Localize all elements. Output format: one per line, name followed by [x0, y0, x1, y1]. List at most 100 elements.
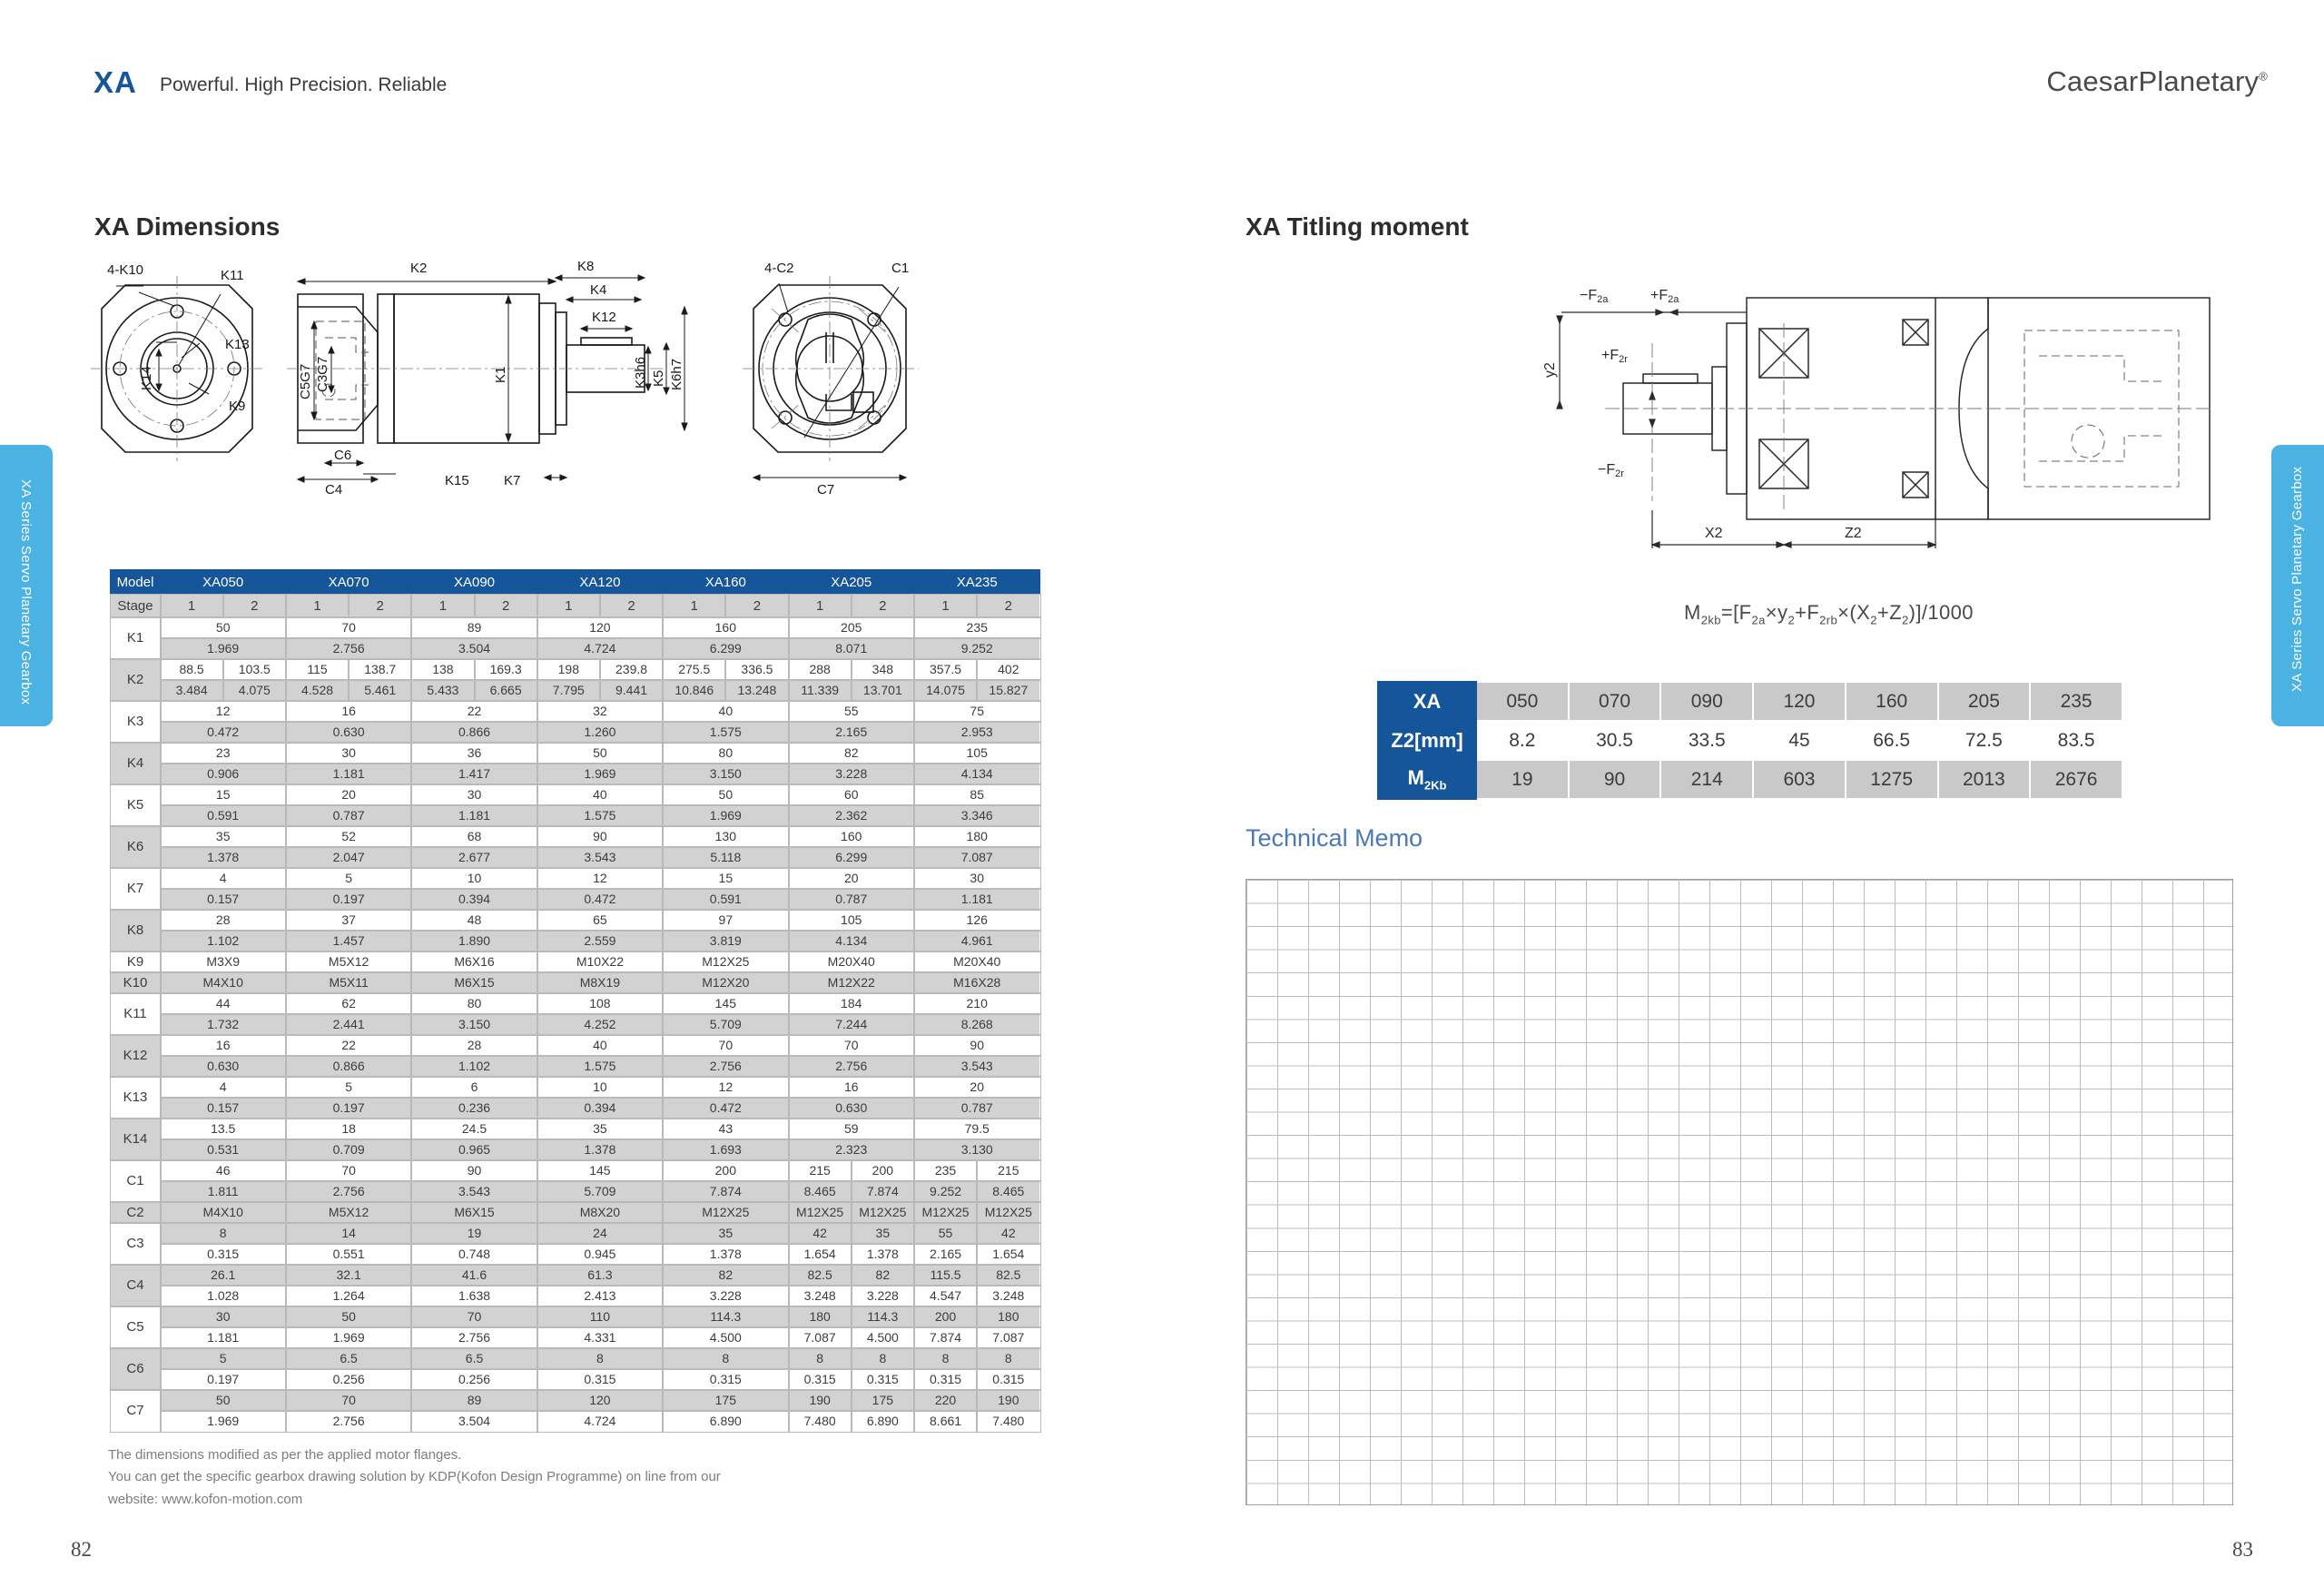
cell-k1-inch-6: 9.252 — [912, 636, 1041, 660]
cell-k1-inch-5: 8.071 — [787, 636, 915, 660]
label-k4: K4 — [590, 282, 606, 298]
row-label-k14: K14 — [109, 1117, 162, 1161]
cell-k13-inch-5: 0.630 — [787, 1096, 915, 1119]
tilting-row-label-0: XA — [1377, 681, 1477, 722]
label-k14: K14 — [139, 366, 154, 390]
cell-k8-mm-0: 28 — [159, 908, 287, 932]
cell-k9-mm-0: M3X9 — [159, 950, 287, 973]
cell-c1-inch-3: 5.709 — [536, 1179, 665, 1203]
cell-k6-inch-3: 3.543 — [536, 845, 665, 869]
row-label-c1: C1 — [109, 1158, 162, 1203]
company-logo: CaesarPlanetary® — [2046, 65, 2268, 98]
cell-c4-mm-3: 61.3 — [536, 1263, 665, 1286]
cell-k6-inch-1: 2.047 — [284, 845, 413, 869]
cell-k1-mm-6: 235 — [912, 616, 1041, 639]
cell-k11-inch-3: 4.252 — [536, 1012, 665, 1036]
cell-k2-inch-1: 4.075 — [222, 678, 287, 702]
cell-k6-mm-5: 160 — [787, 824, 915, 848]
cell-k1-mm-3: 120 — [536, 616, 665, 639]
cell-k8-inch-1: 1.457 — [284, 929, 413, 952]
row-label-k11: K11 — [109, 991, 162, 1036]
header-stage-xa090-1: 1 — [410, 593, 476, 618]
cell-c4-mm-6: 82 — [850, 1263, 915, 1286]
cell-k2-mm-13: 402 — [976, 657, 1041, 681]
cell-c2-mm-1: M5X12 — [284, 1200, 413, 1224]
cell-c5-mm-1: 50 — [284, 1305, 413, 1328]
cell-k3-inch-1: 0.630 — [284, 720, 413, 744]
cell-k2-inch-10: 11.339 — [787, 678, 852, 702]
cell-c7-mm-2: 89 — [410, 1388, 538, 1412]
cell-c4-mm-1: 32.1 — [284, 1263, 413, 1286]
cell-c1-mm-4: 200 — [662, 1158, 790, 1182]
tilting-cell-1-3: 45 — [1752, 720, 1846, 761]
cell-k1-mm-4: 160 — [662, 616, 790, 639]
cell-k14-mm-3: 35 — [536, 1117, 665, 1140]
cell-c1-mm-2: 90 — [410, 1158, 538, 1182]
cell-c4-inch-8: 3.248 — [976, 1284, 1041, 1307]
cell-k14-inch-1: 0.709 — [284, 1138, 413, 1161]
cell-k5-mm-3: 40 — [536, 783, 665, 806]
cell-k12-mm-6: 90 — [912, 1033, 1041, 1057]
cell-k7-mm-3: 12 — [536, 866, 665, 890]
cell-k6-mm-4: 130 — [662, 824, 790, 848]
cell-k6-mm-6: 180 — [912, 824, 1041, 848]
cell-c5-inch-2: 2.756 — [410, 1326, 538, 1349]
header-stage-xa205-1: 1 — [787, 593, 852, 618]
cell-c3-mm-1: 14 — [284, 1221, 413, 1245]
cell-k11-mm-0: 44 — [159, 991, 287, 1015]
cell-k9-mm-5: M20X40 — [787, 950, 915, 973]
cell-c1-inch-0: 1.811 — [159, 1179, 287, 1203]
cell-c5-inch-3: 4.331 — [536, 1326, 665, 1349]
tilting-cell-1-2: 33.5 — [1659, 720, 1755, 761]
technical-memo-grid[interactable] — [1246, 879, 2233, 1505]
cell-c3-inch-3: 0.945 — [536, 1242, 665, 1266]
cell-k5-mm-4: 50 — [662, 783, 790, 806]
registered-mark: ® — [2259, 69, 2268, 84]
cell-k5-inch-3: 1.575 — [536, 803, 665, 827]
cell-k4-mm-5: 82 — [787, 741, 915, 764]
label-c3g7: C3G7 — [315, 357, 330, 392]
cell-k3-inch-4: 1.575 — [662, 720, 790, 744]
cell-k11-mm-2: 80 — [410, 991, 538, 1015]
cell-k2-mm-6: 198 — [536, 657, 601, 681]
cell-c6-inch-5: 0.315 — [787, 1367, 852, 1391]
cell-c5-mm-4: 114.3 — [662, 1305, 790, 1328]
cell-c2-mm-3: M8X20 — [536, 1200, 665, 1224]
table-footnotes: The dimensions modified as per the appli… — [108, 1444, 721, 1511]
cell-c5-inch-4: 4.500 — [662, 1326, 790, 1349]
label-k8: K8 — [577, 259, 594, 274]
cell-c3-mm-2: 19 — [410, 1221, 538, 1245]
cell-c7-inch-5: 7.480 — [787, 1409, 852, 1433]
cell-c7-mm-6: 175 — [850, 1388, 915, 1412]
row-label-k4: K4 — [109, 741, 162, 785]
cell-k5-mm-2: 30 — [410, 783, 538, 806]
cell-k3-mm-4: 40 — [662, 699, 790, 723]
dimension-table-container: Model XA050 XA070 XA090 XA120 XA160 XA20… — [109, 569, 1041, 1433]
cell-c3-mm-5: 42 — [787, 1221, 852, 1245]
cell-c6-inch-0: 0.197 — [159, 1367, 287, 1391]
cell-k7-inch-3: 0.472 — [536, 887, 665, 911]
cell-k2-mm-9: 336.5 — [724, 657, 790, 681]
cell-k2-mm-5: 169.3 — [473, 657, 538, 681]
cell-k5-inch-2: 1.181 — [410, 803, 538, 827]
cell-c1-mm-5: 215 — [787, 1158, 852, 1182]
cell-c1-mm-3: 145 — [536, 1158, 665, 1182]
cell-k3-inch-2: 0.866 — [410, 720, 538, 744]
cell-k1-inch-1: 2.756 — [284, 636, 413, 660]
cell-k5-inch-1: 0.787 — [284, 803, 413, 827]
cell-c2-mm-0: M4X10 — [159, 1200, 287, 1224]
tilting-cell-1-0: 8.2 — [1475, 720, 1570, 761]
cell-c6-inch-6: 0.315 — [850, 1367, 915, 1391]
cell-k2-mm-8: 275.5 — [662, 657, 727, 681]
tilting-cell-0-2: 090 — [1659, 681, 1755, 722]
